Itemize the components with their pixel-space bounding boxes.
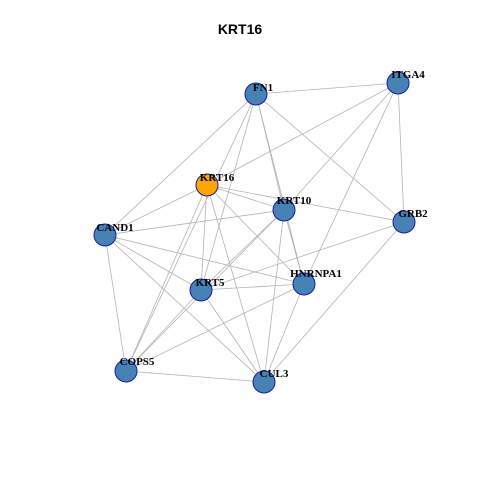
node-circle-hnrnpa1 [292,272,316,296]
node-grb2: GRB2 [392,208,428,234]
node-label-cul3: CUL3 [260,368,289,380]
node-label-cand1: CAND1 [96,222,133,234]
node-label-fn1: FN1 [253,82,273,94]
nodes-layer: FN1 ITGA4KRT16KRT10GRB2CAND1HNRNPA1KRT5CO… [93,69,428,394]
node-circle-cops5 [114,359,138,383]
node-circle-krt5 [189,278,213,302]
edge-krt5-hnrnpa1 [200,283,305,291]
edge-fn1-grb2 [255,93,405,223]
edge-hnrnpa1-cops5 [125,283,305,372]
edge-cand1-cops5 [104,234,127,372]
node-cul3: CUL3 [252,368,289,394]
edge-hnrnpa1-cul3 [263,283,305,383]
edge-itga4-hnrnpa1 [303,82,399,285]
node-label-cops5: COPS5 [120,356,155,368]
edge-cops5-cul3 [125,370,265,383]
node-circle-itga4 [386,71,410,95]
edge-krt10-cand1 [104,209,285,236]
edge-fn1-itga4 [255,82,399,95]
node-label-krt16: KRT16 [200,172,235,184]
node-krt10: KRT10 [272,195,312,222]
node-label-grb2: GRB2 [398,208,428,220]
node-hnrnpa1: HNRNPA1 [290,268,342,296]
edges-layer [104,82,405,383]
edge-krt16-krt5 [200,184,208,291]
edge-krt16-cops5 [125,184,208,372]
node-krt5: KRT5 [189,277,225,302]
node-fn1: FN1 [244,82,273,106]
edge-krt16-cand1 [104,184,208,236]
node-itga4: ITGA4 [386,69,425,95]
edge-fn1-hnrnpa1 [255,93,305,285]
node-circle-grb2 [392,210,416,234]
node-label-hnrnpa1: HNRNPA1 [290,268,342,280]
node-circle-fn1 [244,82,268,106]
edge-krt5-cul3 [200,289,265,383]
node-krt16: KRT16 [195,172,235,197]
node-label-krt5: KRT5 [196,277,225,289]
edge-cand1-hnrnpa1 [104,234,305,285]
node-cops5: COPS5 [114,356,155,383]
edge-itga4-krt16 [206,82,399,186]
edge-krt16-hnrnpa1 [206,184,305,285]
node-label-itga4: ITGA4 [391,69,425,81]
node-circle-krt16 [195,173,219,197]
edge-krt10-krt5 [200,209,285,291]
edge-grb2-krt5 [200,221,405,291]
edge-krt16-krt10 [206,184,285,211]
node-circle-krt10 [272,198,296,222]
edge-itga4-grb2 [397,82,405,223]
node-label-krt10: KRT10 [277,195,312,207]
edge-krt10-hnrnpa1 [283,209,305,285]
edge-krt16-grb2 [206,184,405,223]
edge-krt10-cul3 [263,209,285,383]
node-circle-cul3 [252,370,276,394]
node-cand1: CAND1 [93,222,134,247]
edge-fn1-cand1 [104,93,257,236]
edge-grb2-cul3 [263,221,405,383]
edge-fn1-cops5 [125,93,257,372]
edge-itga4-krt10 [283,82,399,211]
edge-cand1-cul3 [104,234,265,383]
edge-krt16-cul3 [206,184,265,383]
edge-krt5-cops5 [125,289,202,372]
node-circle-cand1 [93,223,117,247]
graph-title: KRT16 [217,21,263,37]
edge-cand1-krt5 [104,234,202,291]
